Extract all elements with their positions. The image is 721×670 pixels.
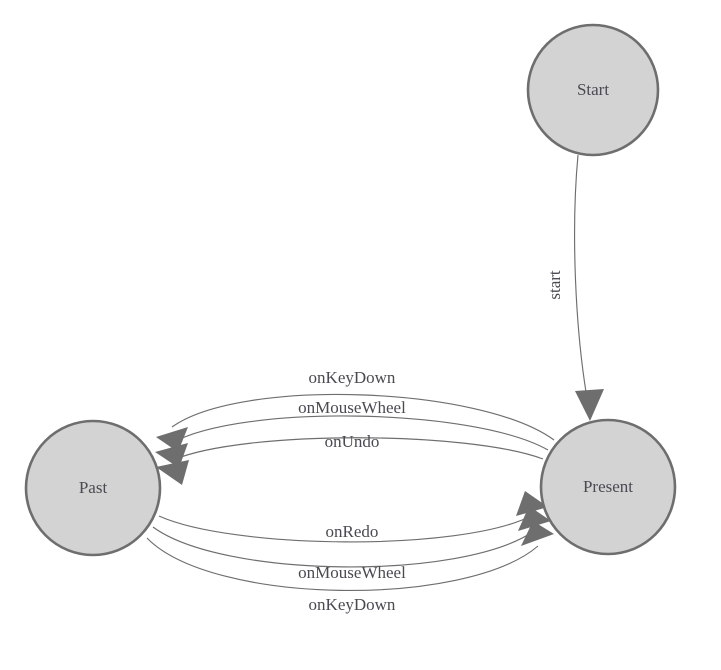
edge-redo-arrowhead (516, 491, 548, 516)
edge-keydown-down-path (146, 537, 539, 591)
edge-redo-past-to-present[interactable]: onRedo (158, 491, 548, 543)
edge-wheel-up-label: onMouseWheel (298, 398, 406, 417)
node-start[interactable]: Start (526, 23, 660, 157)
edge-undo-path (172, 437, 544, 461)
edge-start-path (574, 154, 589, 405)
edge-mousewheel-present-to-past[interactable]: onMouseWheel (155, 398, 549, 468)
edge-wheel-down-path (152, 526, 535, 568)
edge-undo-arrowhead (156, 460, 189, 485)
node-start-label: Start (577, 80, 609, 99)
edge-keydown-past-to-present[interactable]: onKeyDown (146, 521, 554, 614)
edge-start[interactable]: start (545, 154, 604, 421)
edge-keydown-up-path (171, 393, 555, 441)
edge-redo-label: onRedo (326, 522, 379, 541)
edge-keydown-down-arrowhead (521, 521, 554, 546)
edge-redo-path (158, 515, 532, 543)
node-past-label: Past (79, 478, 108, 497)
node-present[interactable]: Present (539, 418, 677, 556)
node-start-circle (526, 23, 660, 157)
edge-wheel-down-label: onMouseWheel (298, 563, 406, 582)
edge-wheel-up-path (171, 415, 549, 451)
edge-wheel-up-arrowhead (155, 443, 188, 468)
edge-start-arrowhead (575, 389, 604, 421)
edge-undo-label: onUndo (325, 432, 380, 451)
node-present-circle (539, 418, 677, 556)
edge-wheel-down-arrowhead (518, 506, 551, 531)
edge-mousewheel-past-to-present[interactable]: onMouseWheel (152, 506, 551, 582)
edge-undo-present-to-past[interactable]: onUndo (156, 432, 544, 485)
node-past-circle (24, 419, 162, 557)
edge-start-label: start (545, 270, 564, 300)
node-past[interactable]: Past (24, 419, 162, 557)
edge-keydown-up-label: onKeyDown (309, 368, 396, 387)
edge-keydown-down-label: onKeyDown (309, 595, 396, 614)
node-present-label: Present (583, 477, 633, 496)
